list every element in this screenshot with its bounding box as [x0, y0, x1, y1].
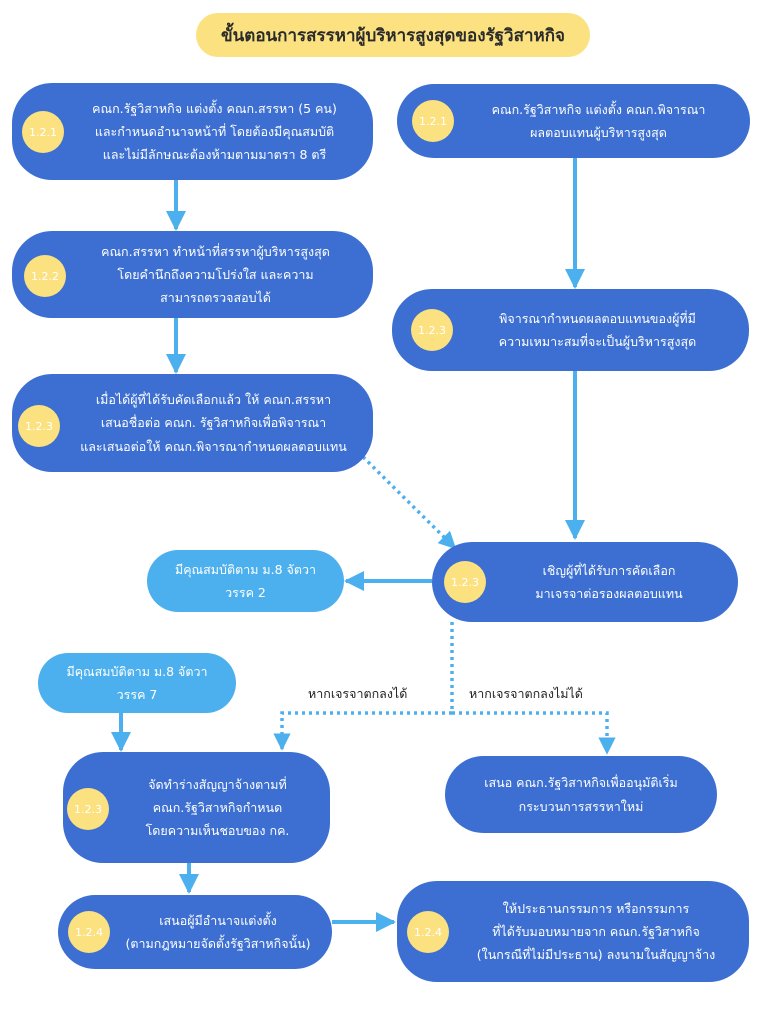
page-title: ขั้นตอนการสรรหาผู้บริหารสูงสุดของรัฐวิสา… [196, 13, 590, 57]
node-text-line: เมื่อได้ผู้ที่ได้รับคัดเลือกแล้ว ให้ คณก… [95, 392, 332, 408]
node-text-line: พิจารณากำหนดผลตอบแทนของผู้ที่มี [499, 310, 696, 326]
node-text-line: มาเจรจาต่อรองผลตอบแทน [535, 586, 683, 601]
node-text-line: เสนอผู้มีอำนาจแต่งตั้ง [159, 912, 277, 928]
node-text-line: โดยความเห็นชอบของ กค. [145, 823, 290, 839]
node-text-line: มีคุณสมบัติตาม ม.8 จัตวา [174, 561, 317, 577]
step-badge: 1.2.3 [444, 561, 486, 603]
node-propose-appointer: 1.2.4 เสนอผู้มีอำนาจแต่งตั้ง (ตามกฎหมายจ… [58, 895, 332, 969]
node-recruit: 1.2.2 คณก.สรรหา ทำหน้าที่สรรหาผู้บริหารส… [12, 231, 373, 318]
branch-label-not-agreed: หากเจรจาตกลงไม่ได้ [469, 686, 583, 701]
node-appoint-compensation-committee: 1.2.1 คณก.รัฐวิสาหกิจ แต่งตั้ง คณก.พิจาร… [397, 84, 750, 158]
step-badge: 1.2.3 [67, 788, 109, 830]
node-qualified-paragraph-2: มีคุณสมบัติตาม ม.8 จัตวา วรรค 2 [147, 550, 344, 612]
node-text-line: กระบวนการสรรหาใหม่ [518, 798, 644, 814]
step-badge: 1.2.1 [22, 111, 64, 153]
dotted-branch-not-agreed [452, 711, 616, 755]
step-badge: 1.2.1 [412, 100, 454, 142]
node-sign-contract: 1.2.4 ให้ประธานกรรมการ หรือกรรมการ ที่ได… [397, 881, 749, 982]
dotted-branch-agreed [273, 622, 454, 751]
node-text-line: คณก.รัฐวิสาหกิจ แต่งตั้ง คณก.พิจารณา [491, 101, 706, 117]
dotted-propose-to-invite [351, 445, 457, 550]
node-text-line: เสนอชื่อต่อ คณก. รัฐวิสาหกิจเพื่อพิจารณา [100, 415, 327, 431]
node-text-line: และกำหนดอำนาจหน้าที่ โดยต้องมีคุณสมบัติ [94, 123, 335, 139]
node-text-line: เสนอ คณก.รัฐวิสาหกิจเพื่ออนุมัติเริ่ม [484, 775, 678, 791]
step-badge: 1.2.3 [411, 309, 453, 351]
node-text-line: สามารถตรวจสอบได้ [160, 290, 271, 306]
step-badge: 1.2.3 [18, 405, 60, 447]
node-text-line: เชิญผู้ที่ได้รับการคัดเลือก [542, 562, 676, 578]
node-text-line: คณก.รัฐวิสาหกิจ แต่งตั้ง คณก.สรรหา (5 คน… [92, 100, 337, 116]
node-text-line: และไม่มีลักษณะต้องห้ามตามมาตรา 8 ตรี [102, 147, 327, 163]
node-text-line: คณก.รัฐวิสาหกิจกำหนด [152, 799, 283, 815]
node-text-line: และเสนอต่อให้ คณก.พิจารณากำหนดผลตอบแทน [80, 438, 347, 454]
node-text-line: โดยคำนึกถึงความโปร่งใส และความ [117, 266, 314, 282]
node-text-line: ให้ประธานกรรมการ หรือกรรมการ [502, 900, 690, 916]
node-text-line: คณก.สรรหา ทำหน้าที่สรรหาผู้บริหารสูงสุด [101, 243, 330, 259]
node-propose-candidate: 1.2.3 เมื่อได้ผู้ที่ได้รับคัดเลือกแล้ว ใ… [12, 374, 373, 472]
node-text-line: ความเหมาะสมที่จะเป็นผู้บริหารสูงสุด [498, 334, 697, 349]
node-text-line: (ตามกฎหมายจัดตั้งรัฐวิสาหกิจนั้น) [125, 936, 311, 951]
node-draft-contract: 1.2.3 จัดทำร่างสัญญาจ้างตามที่ คณก.รัฐวิ… [63, 752, 330, 863]
node-text-line: วรรค 7 [116, 687, 158, 702]
node-appoint-recruit-committee: 1.2.1 คณก.รัฐวิสาหกิจ แต่งตั้ง คณก.สรรหา… [12, 83, 373, 180]
node-set-compensation: 1.2.3 พิจารณากำหนดผลตอบแทนของผู้ที่มี คว… [392, 289, 749, 371]
step-badge: 1.2.4 [68, 911, 110, 953]
step-badge: 1.2.4 [407, 911, 449, 953]
node-restart-recruitment: เสนอ คณก.รัฐวิสาหกิจเพื่ออนุมัติเริ่ม กร… [445, 756, 717, 833]
step-badge: 1.2.2 [24, 255, 66, 297]
branch-label-agreed: หากเจรจาตกลงได้ [308, 686, 408, 701]
node-text-line: (ในกรณีที่ไม่มีประธาน) ลงนามในสัญญาจ้าง [476, 947, 716, 963]
node-text-line: มีคุณสมบัติตาม ม.8 จัตวา [66, 663, 208, 679]
node-text-line: ผลตอบแทนผู้บริหารสูงสุด [530, 125, 667, 140]
node-text-line: จัดทำร่างสัญญาจ้างตามที่ [148, 776, 287, 792]
node-qualified-paragraph-7: มีคุณสมบัติตาม ม.8 จัตวา วรรค 7 [38, 653, 236, 713]
node-text-line: วรรค 2 [225, 585, 266, 600]
node-invite-negotiate: 1.2.3 เชิญผู้ที่ได้รับการคัดเลือก มาเจรจ… [432, 542, 738, 622]
node-text-line: ที่ได้รับมอบหมายจาก คณก.รัฐวิสาหกิจ [492, 923, 700, 939]
